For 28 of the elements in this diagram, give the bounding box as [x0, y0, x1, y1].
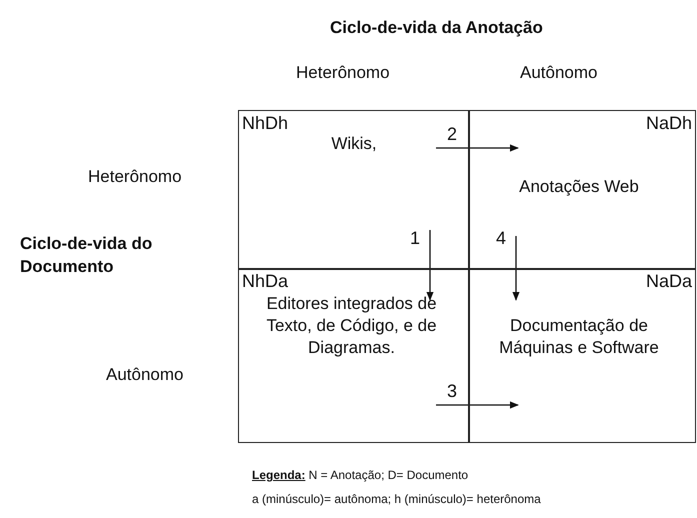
row-header: Autônomo — [106, 365, 184, 385]
matrix-cell — [468, 268, 696, 443]
arrow — [436, 144, 519, 152]
arrow — [426, 230, 434, 301]
legend-text: a (minúsculo)= autônoma; h (minúsculo)= heterônoma — [252, 492, 541, 506]
cell-code: NaDh — [646, 113, 692, 134]
cell-text: Wikis, — [330, 133, 378, 155]
edge-label: 4 — [496, 228, 506, 249]
edge-label: 1 — [410, 228, 420, 249]
cell-text: Anotações Web — [518, 176, 640, 198]
arrow — [436, 401, 519, 409]
cell-code: NaDa — [646, 271, 692, 292]
cell-text: Editores integrados de Texto, de Código, e de Diagramas. — [265, 293, 438, 359]
cell-text: Documentação de Máquinas e Software — [498, 315, 660, 359]
cell-code: NhDh — [242, 113, 288, 134]
edge-label: 3 — [447, 381, 458, 402]
matrix-cell — [238, 110, 470, 270]
matrix-cell — [468, 110, 696, 270]
column-header: Autônomo — [520, 63, 598, 83]
legend-text: Legenda: N = Anotação; D= Documento — [252, 468, 468, 482]
matrix-cell — [238, 268, 470, 443]
edge-label: 2 — [447, 124, 458, 145]
axis-title: Ciclo-de-vida da Anotação — [330, 18, 543, 38]
arrow — [512, 236, 520, 301]
axis-title: Ciclo-de-vida do Documento — [20, 233, 154, 278]
row-header: Heterônomo — [88, 167, 182, 187]
column-header: Heterônomo — [296, 63, 390, 83]
cell-code: NhDa — [242, 271, 288, 292]
